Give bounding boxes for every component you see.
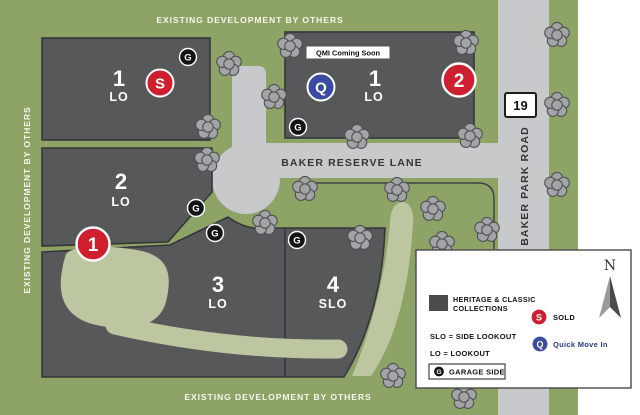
map-marker-1[interactable]: 1: [75, 226, 111, 262]
svg-text:1: 1: [88, 235, 99, 256]
legend-qmi: Q Quick Move In: [531, 335, 608, 353]
road-culdesac: [212, 144, 280, 214]
garage-badge: G: [205, 223, 225, 243]
edge-label-left: EXISTING DEVELOPMENT BY OTHERS: [22, 106, 32, 293]
lot-2[interactable]: [41, 147, 213, 247]
road-baker-reserve: [238, 143, 498, 178]
garage-badge: G: [186, 198, 206, 218]
lot-1b-label: 1 LO: [364, 66, 383, 104]
compass-arrow-left: [599, 276, 610, 318]
highway-shield-19: 19: [504, 92, 537, 118]
svg-text:G: G: [211, 229, 218, 240]
svg-text:G: G: [184, 53, 191, 64]
garage-badge: G: [288, 117, 308, 137]
garage-badge: G: [287, 230, 307, 250]
svg-text:4: 4: [327, 272, 340, 297]
legend-collection-line2: COLLECTIONS: [453, 304, 508, 313]
lot-4-label: 4 SLO: [319, 272, 348, 311]
lot-1a-label: 1 LO: [109, 66, 128, 104]
svg-text:S: S: [536, 313, 542, 323]
lot-3-label: 3 LO: [208, 272, 227, 311]
road-entrance: [232, 66, 266, 162]
svg-text:Q: Q: [536, 340, 543, 350]
legend-garage: G GARAGE SIDE: [428, 363, 506, 380]
svg-text:G: G: [293, 236, 300, 247]
svg-text:LO: LO: [111, 195, 130, 209]
svg-text:G: G: [192, 204, 199, 215]
legend-collection-line1: HERITAGE & CLASSIC: [453, 295, 536, 304]
landscape-band-right: [352, 202, 414, 376]
qmi-coming-soon-sign: QMI Coming Soon: [305, 45, 391, 60]
parcel-outline: [300, 182, 495, 249]
svg-text:Q: Q: [315, 80, 327, 97]
sold-badge[interactable]: S: [145, 68, 175, 98]
svg-text:GARAGE SIDE: GARAGE SIDE: [449, 368, 505, 377]
lot-2-label: 2 LO: [111, 169, 130, 209]
compass-arrow-right: [610, 276, 621, 318]
svg-text:SLO: SLO: [319, 297, 348, 311]
svg-text:2: 2: [454, 71, 465, 92]
svg-text:LO: LO: [208, 297, 227, 311]
svg-text:N: N: [604, 258, 616, 274]
garage-badge: G: [178, 47, 198, 67]
legend-sold: S SOLD: [530, 308, 575, 326]
legend-lo: LO = LOOKOUT: [430, 349, 490, 358]
svg-text:19: 19: [513, 98, 527, 113]
landscape-blob: [60, 246, 169, 329]
svg-text:2: 2: [115, 169, 127, 194]
svg-text:S: S: [155, 76, 165, 93]
landscape-band-bottom: [105, 315, 348, 359]
road-label-baker-park: BAKER PARK ROAD: [519, 126, 531, 246]
svg-text:Quick Move In: Quick Move In: [553, 340, 608, 349]
svg-text:LO: LO: [364, 90, 383, 104]
edge-label-top: EXISTING DEVELOPMENT BY OTHERS: [156, 15, 343, 25]
svg-text:LO: LO: [109, 90, 128, 104]
svg-text:1: 1: [113, 66, 125, 91]
compass-north: N: [599, 258, 621, 318]
svg-text:G: G: [294, 123, 301, 134]
map-marker-2[interactable]: 2: [441, 62, 477, 98]
road-label-lane: BAKER RESERVE LANE: [281, 157, 423, 169]
svg-text:QMI Coming Soon: QMI Coming Soon: [316, 49, 381, 58]
qmi-badge[interactable]: Q: [306, 72, 336, 102]
svg-text:G: G: [436, 369, 441, 376]
edge-label-bottom: EXISTING DEVELOPMENT BY OTHERS: [184, 392, 371, 402]
svg-text:SOLD: SOLD: [553, 313, 575, 322]
collection-swatch: [429, 295, 448, 311]
svg-text:3: 3: [212, 272, 224, 297]
svg-text:1: 1: [369, 66, 381, 91]
legend-slo: SLO = SIDE LOOKOUT: [430, 332, 517, 341]
legend: HERITAGE & CLASSIC COLLECTIONS SLO = SID…: [415, 249, 632, 389]
